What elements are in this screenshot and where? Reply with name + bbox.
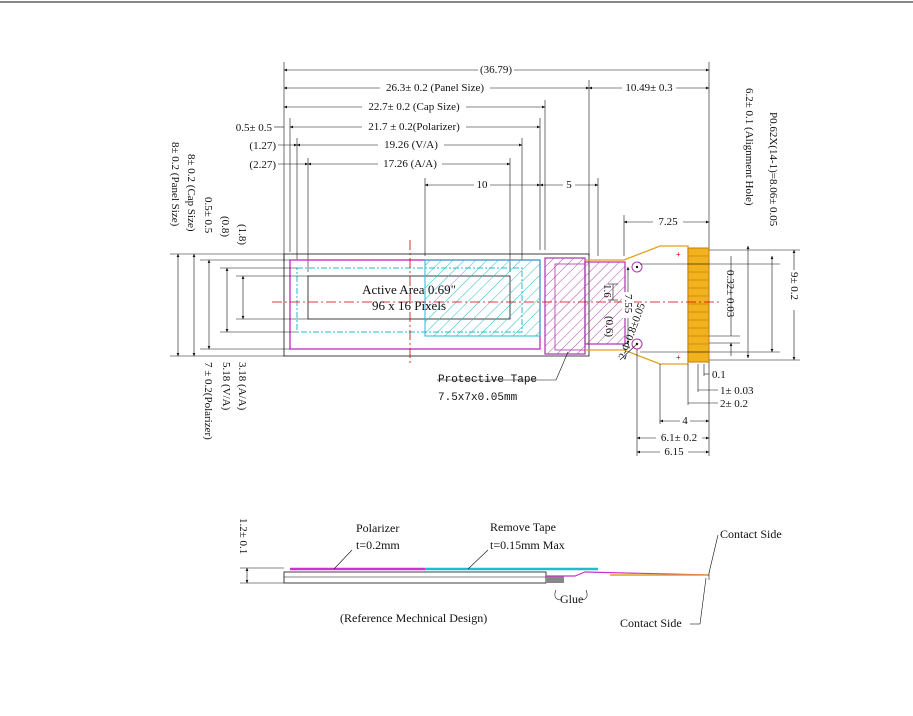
front-view: + + Active Area 0.69" 96 x 16 Pixels Pro… (272, 62, 720, 404)
dim-panel-size-left: 8± 0.2 (Panel Size) (169, 142, 181, 227)
dim-hole-span: 7.55 (622, 294, 634, 314)
dim-cap-size: 22.7± 0.2 (Cap Size) (368, 101, 460, 113)
fpc-contact-block (687, 247, 710, 363)
side-panel-body (283, 571, 547, 584)
dim-fpc-length: 10.49± 0.3 (625, 82, 673, 94)
left-dimensions: 8± 0.2 (Panel Size) 8± 0.2 (Cap Size) 0.… (169, 142, 308, 440)
dim-panel-size: 26.3± 0.2 (Panel Size) (386, 82, 484, 94)
alignment-hole-top (631, 261, 643, 273)
protective-tape-leader (555, 351, 569, 381)
dim-polarizer-left: 7 ± 0.2(Polarizer) (202, 362, 214, 440)
fpc-pad-lines (688, 255, 709, 353)
bottom-dimensions: 0.1 1± 0.03 2± 0.2 4 6.1± 0.2 6.15 (636, 349, 754, 458)
side-contact-side-top: Contact Side (720, 527, 782, 541)
fpc-neck (584, 261, 626, 345)
side-remove-tape-label: Remove Tape (490, 520, 556, 534)
dim-va-left: 5.18 (V/A) (220, 362, 232, 411)
dim-va-offset: (1.27) (249, 140, 276, 152)
side-glue-label: Glue (560, 592, 583, 606)
dim-d4: 4 (682, 415, 688, 427)
dim-d61: 6.1± 0.2 (661, 432, 697, 444)
side-glue (546, 576, 564, 583)
side-contact-side-bottom: Contact Side (620, 616, 682, 630)
side-view: 1.2± 0.1 Polarizer t=0.2mm Remove Tape t… (237, 518, 782, 630)
dim-pitch: P0.62X(14-1)=8.06± 0.05 (767, 112, 779, 227)
dim-d01: 0.1 (712, 369, 726, 381)
dim-offset-18-left: (1.8) (236, 224, 248, 245)
dim-thickness: 1.2± 0.1 (237, 518, 249, 554)
side-fpc-magenta (546, 571, 710, 577)
side-polarizer-thickness: t=0.2mm (356, 538, 400, 552)
dim-offset-08-left: (0.8) (219, 216, 231, 237)
fpc-mark-top: + (676, 250, 681, 259)
dim-ten: 10 (477, 179, 489, 191)
dim-fpc-725: 7.25 (658, 216, 678, 228)
dim-inner-16: 1.6 (601, 284, 613, 298)
right-dimensions: 9± 0.2 P0.62X(14-1)=8.06± 0.05 6.2± 0.1 … (601, 88, 800, 361)
dim-offset-top-05: 0.5± 0.5 (236, 122, 273, 134)
protective-tape-size: 7.5x7x0.05mm (438, 392, 518, 404)
protective-tape-label: Protective Tape (438, 374, 537, 386)
dim-d1: 1± 0.03 (720, 385, 754, 397)
active-area-label: Active Area 0.69" (362, 282, 456, 297)
dim-inner-06: (0.6) (603, 316, 615, 337)
dim-overall: (36.79) (480, 64, 512, 76)
cyan-hatch-zone (424, 259, 541, 337)
alignment-hole-top-center (635, 265, 639, 269)
dim-aa-offset: (2.27) (249, 159, 276, 171)
dim-aa-top: 17.26 (A/A) (383, 158, 437, 170)
pixels-label: 96 x 16 Pixels (372, 298, 446, 313)
fpc-mark-bottom: + (676, 353, 681, 362)
dim-va-top: 19.26 (V/A) (384, 139, 438, 151)
protective-tape (544, 257, 586, 355)
dim-fpc-width: 9± 0.2 (788, 272, 800, 300)
dim-pad-width: 0.32± 0.03 (724, 270, 736, 318)
dim-offset-05-left: 0.5± 0.5 (202, 197, 214, 234)
dim-five: 5 (566, 179, 572, 191)
dim-d615: 6.15 (664, 446, 684, 458)
dim-alignment-hole: 6.2± 0.1 (Alignment Hole) (743, 88, 755, 206)
dim-aa-left: 3.18 (A/A) (236, 362, 248, 411)
top-dimensions: (36.79) 26.3± 0.2 (Panel Size) 10.49± 0.… (236, 63, 710, 228)
side-remove-tape-thickness: t=0.15mm Max (490, 538, 565, 552)
reference-caption: (Reference Mechnical Design) (340, 611, 487, 625)
dim-cap-size-left: 8± 0.2 (Cap Size) (185, 154, 197, 232)
side-polarizer-label: Polarizer (356, 521, 399, 535)
dim-polarizer-top: 21.7 ± 0.2(Polarizer) (368, 121, 460, 133)
dim-d2: 2± 0.2 (720, 398, 748, 410)
